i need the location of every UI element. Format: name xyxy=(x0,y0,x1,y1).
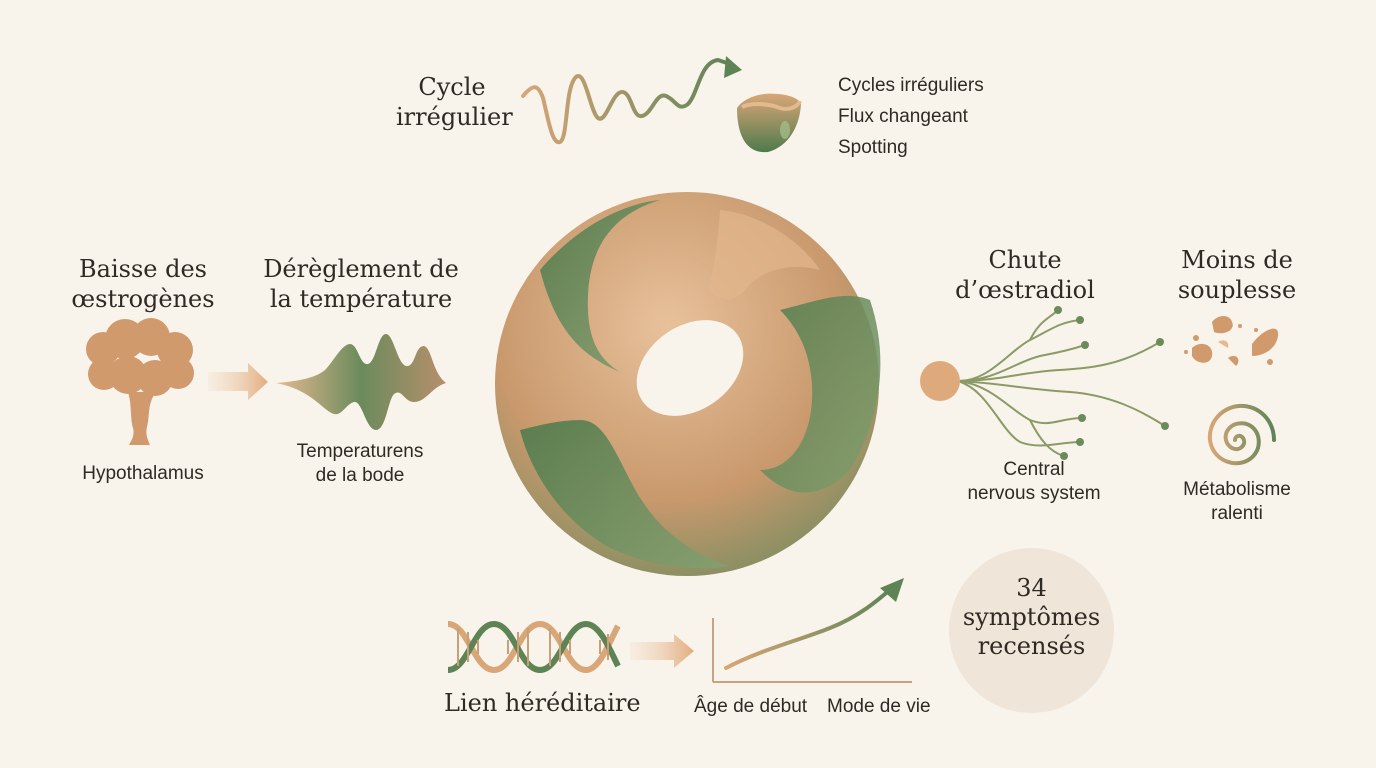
estrogen-title-line1: Baisse des xyxy=(79,255,207,283)
symptoms-count: 34 xyxy=(1016,574,1047,602)
cycle-symptom-item: Cycles irréguliers xyxy=(838,75,984,96)
lifestyle-label: Mode de vie xyxy=(827,696,931,717)
metabolism-label-line2: ralenti xyxy=(1211,503,1263,524)
estrogen-title-line2: œstrogènes xyxy=(71,285,215,313)
flexibility-title: Moins de souplesse xyxy=(1170,245,1304,305)
arrow-right-icon-2 xyxy=(630,634,694,668)
temperature-wave-icon xyxy=(276,334,446,430)
central-sphere-icon xyxy=(495,192,881,576)
symptoms-line1: symptômes xyxy=(962,603,1101,631)
dna-helix-icon xyxy=(447,620,621,674)
arrow-right-icon xyxy=(208,363,268,400)
cns-label-line2: nervous system xyxy=(967,483,1101,504)
nerve-cell-icon xyxy=(920,361,960,401)
brain-icon xyxy=(86,318,194,445)
cycle-symptom-item: Flux changeant xyxy=(838,106,968,127)
cycle-title-line2: irrégulier xyxy=(396,103,513,131)
temperature-label: Temperaturens de la bode xyxy=(270,440,450,488)
symptoms-badge xyxy=(949,548,1114,713)
estradiol-title-line2: d’œstradiol xyxy=(955,276,1095,304)
temperature-title-line1: Dérèglement de xyxy=(263,255,459,283)
cns-label: Central nervous system xyxy=(950,458,1118,506)
symptoms-line2: recensés xyxy=(977,632,1086,660)
metabolism-label: Métabolisme ralenti xyxy=(1162,478,1312,526)
heredity-title: Lien héréditaire xyxy=(444,689,641,717)
flexibility-title-line2: souplesse xyxy=(1177,276,1297,304)
temperature-title-line2: la température xyxy=(269,285,453,313)
cycle-symptom-item: Spotting xyxy=(838,137,908,158)
fragments-icon xyxy=(1184,316,1279,366)
metabolism-label-line1: Métabolisme xyxy=(1183,479,1291,500)
onset-age-label: Âge de début xyxy=(694,696,808,717)
temperature-label-line2: de la bode xyxy=(315,465,405,486)
trend-chart-icon xyxy=(712,578,912,683)
symptoms-badge-text: 34 symptômes recensés xyxy=(949,574,1114,661)
cycle-title: Cycle irrégulier xyxy=(396,72,513,132)
nerve-network-icon xyxy=(957,309,1166,457)
cycle-title-line1: Cycle xyxy=(418,73,486,101)
cns-label-line1: Central xyxy=(1003,459,1065,480)
cycle-symptom-list: Cycles irréguliers Flux changeant Spotti… xyxy=(838,70,984,163)
spiral-icon xyxy=(1207,404,1276,465)
temperature-title: Dérèglement de la température xyxy=(262,254,460,314)
bowl-icon xyxy=(737,93,802,153)
temperature-label-line1: Temperaturens xyxy=(296,441,424,462)
estradiol-title-line1: Chute xyxy=(988,246,1062,274)
estradiol-title: Chute d’œstradiol xyxy=(950,245,1100,305)
hypothalamus-label: Hypothalamus xyxy=(82,463,204,484)
estrogen-title: Baisse des œstrogènes xyxy=(60,254,226,314)
cycle-wave-icon xyxy=(521,56,742,145)
flexibility-title-line1: Moins de xyxy=(1181,246,1293,274)
